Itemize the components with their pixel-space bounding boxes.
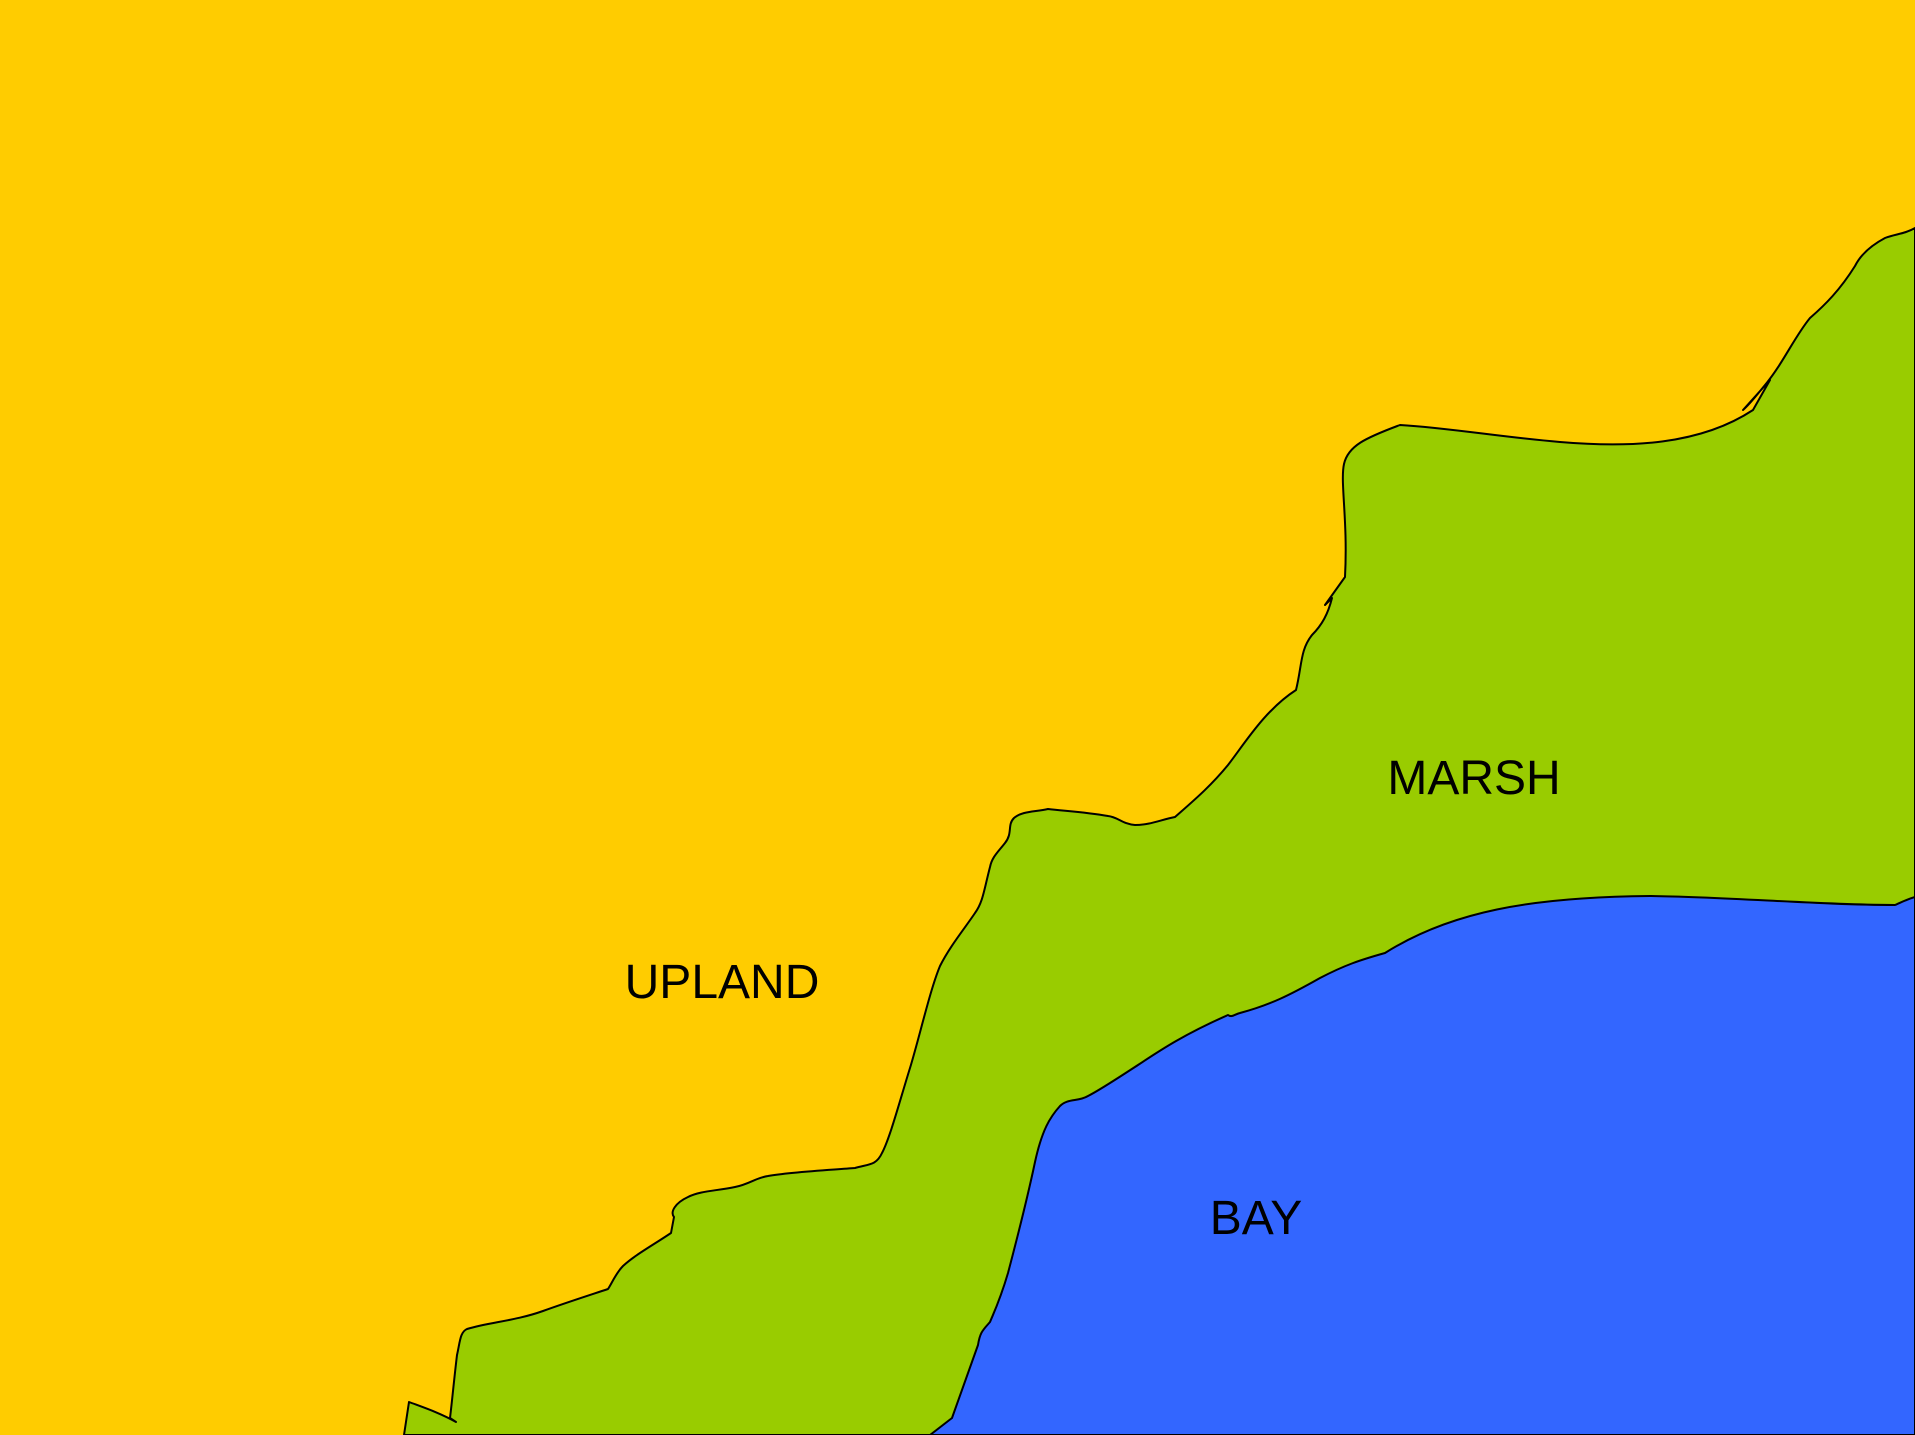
label-bay: BAY [1210,1192,1302,1245]
region-bay [929,895,1915,1435]
label-marsh: MARSH [1387,752,1560,805]
label-upland: UPLAND [625,956,820,1009]
